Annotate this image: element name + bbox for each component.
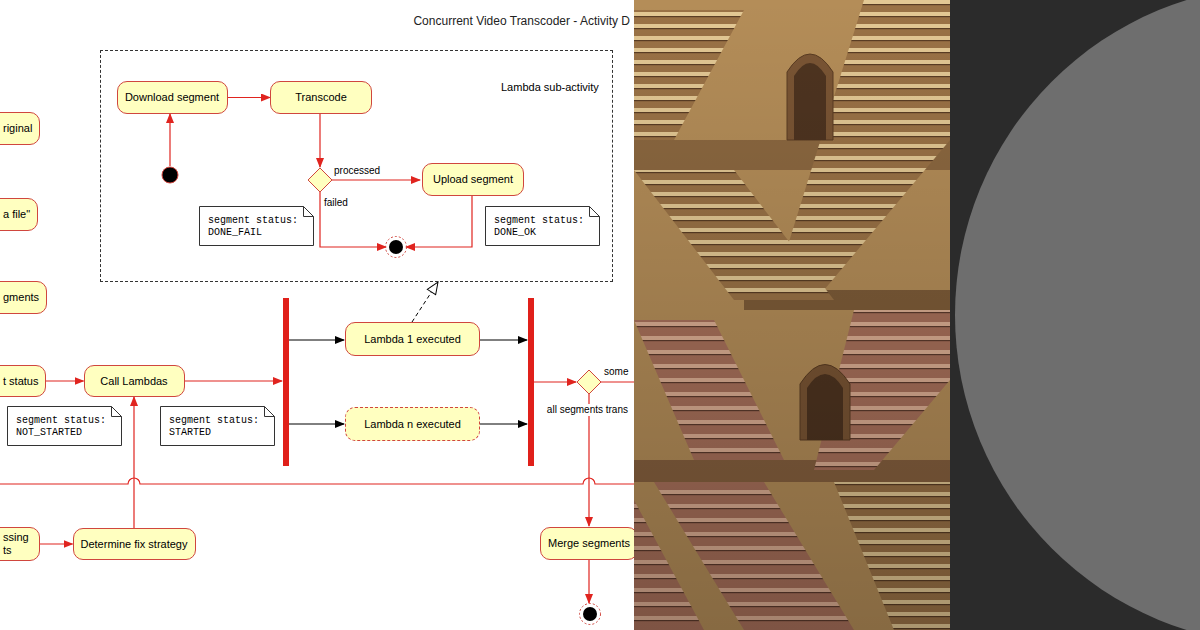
branch-label: some [604,366,628,378]
flow-line [588,560,589,603]
note-fold [112,407,122,417]
flow-line [534,381,576,382]
node-label: Download segment [125,91,219,104]
branch-label: all segments trans [545,404,630,416]
node-label: Transcode [295,91,347,104]
node-label: riginal [3,122,32,135]
note-box: segment status: STARTED [160,406,275,446]
branch-label: failed [324,197,348,209]
flow-line [406,195,472,247]
activity-box: Lambda 1 executed [345,322,480,356]
flow-line [185,380,282,381]
end-node [583,607,597,621]
flow-line [320,192,386,247]
activity-box: Download segment [117,81,228,114]
node-label: a file" [3,208,30,221]
decision-diamond [308,168,332,192]
loop-line [0,478,634,484]
node-label: Lambda sub-activity [501,81,599,94]
note-shape [161,407,275,446]
node-label: Lambda n executed [364,418,461,431]
stepwell-photo [634,0,950,630]
note-shape [8,407,122,446]
node-label: segment status: STARTED [169,415,265,439]
node-label: segment status: DONE_OK [494,215,590,239]
join-line [480,424,527,425]
note-box: segment status: DONE_FAIL [199,206,314,246]
node-label: segment status: NOT_STARTED [16,415,112,439]
fork-bar [283,298,289,466]
photo-shade [634,0,950,630]
node-label: Lambda 1 executed [364,333,461,346]
note-fold [265,407,275,417]
activity-box: t status [0,365,46,397]
start-node [162,167,178,183]
node-label: Call Lambdas [100,375,167,388]
fork-line [289,340,344,341]
node-label: gments [3,291,39,304]
end-node-ring [580,604,601,625]
activity-box: Transcode [270,81,372,114]
flow-line [601,381,634,382]
activity-box: riginal [0,112,40,145]
end-node-ring [386,237,407,258]
flow-connector [46,380,84,381]
activity-box: Lambda n executed [345,407,480,441]
join-line [480,340,527,341]
stone-wall [634,0,950,630]
flow-connector [40,543,73,544]
node-label: segment status: DONE_FAIL [208,215,304,239]
branch-label: processed [334,165,380,177]
note-box: segment status: NOT_STARTED [7,406,122,446]
flow-line [332,179,420,180]
diagram-title: Concurrent Video Transcoder - Activity D [413,14,630,29]
end-node [389,240,403,254]
flow-connector [228,97,271,98]
note-fold [590,207,600,217]
note-box: segment status: DONE_OK [485,206,600,246]
activity-box: Call Lambdas [84,365,185,397]
node-label: Merge segments [548,537,630,550]
dark-panel [950,0,1200,630]
activity-box: Determine fix strategy [73,528,196,560]
diagram-canvas: Concurrent Video Transcoder - Activity D… [0,0,634,630]
note-fold [304,207,314,217]
activity-box: Merge segments [540,527,634,560]
flow-connector [133,397,134,528]
node-label: t status [3,375,38,388]
flow-line [319,113,320,167]
activity-box: Upload segment [422,163,524,196]
join-bar [528,298,534,466]
fork-line [289,424,344,425]
note-shape [200,207,314,246]
decision-diamond [577,370,601,394]
activity-box: ssing ts [0,527,40,561]
flow-line [169,114,170,166]
activity-box: a file" [0,198,38,231]
node-label: Upload segment [433,173,513,186]
node-label: Determine fix strategy [81,538,188,551]
note-shape [486,207,600,246]
node-label: ssing ts [3,531,33,557]
grey-disc [955,0,1200,630]
activity-box: gments [0,281,47,314]
realization-connector [412,282,438,322]
